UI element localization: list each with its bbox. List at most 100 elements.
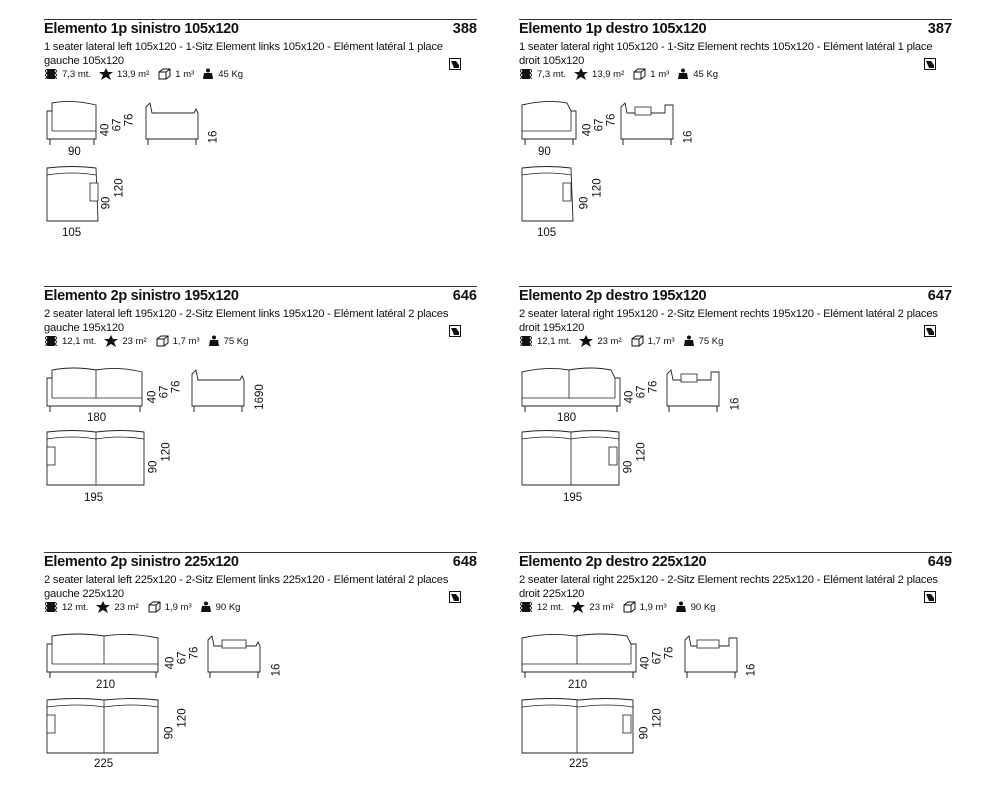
product-card: Elemento 1p sinistro 105x120 388 1 seate… (44, 19, 477, 269)
leather-amount: 13,9 m² (117, 68, 150, 80)
cube-icon (158, 68, 171, 80)
plan-depth-inner-label: 90 (163, 726, 176, 740)
technical-drawings: 180 40 67 76 16 90 120 195 (519, 356, 952, 536)
height-label-arm: 67 (176, 651, 189, 665)
product-title: Elemento 2p sinistro 225x120 (44, 554, 239, 570)
weight-amount: 75 Kg (698, 335, 724, 347)
volume-amount: 1,9 m³ (639, 601, 667, 613)
plan-width-label: 195 (84, 492, 104, 504)
leather-amount: 23 m² (589, 601, 614, 613)
technical-drawings: 90 40 67 76 16 90 120 105 (519, 89, 952, 269)
height-label-back: 76 (123, 113, 136, 127)
weight-amount: 45 Kg (218, 68, 244, 80)
plan-depth-inner-label: 90 (147, 460, 160, 474)
front-view-drawing (521, 100, 577, 145)
plan-depth-label: 120 (635, 442, 648, 462)
spec-row: 12 mt. 23 m² 1,9 m³ 90 Kg (44, 600, 248, 614)
technical-drawings: 90 40 67 76 16 90 120 105 (44, 89, 477, 269)
spec-row: 12 mt. 23 m² 1,9 m³ 90 Kg (519, 600, 723, 614)
weight-amount: 90 Kg (215, 601, 241, 613)
product-description: 2 seater lateral left 195x120 - 2-Sitz E… (44, 308, 449, 334)
volume-amount: 1,9 m³ (164, 601, 192, 613)
fabric-icon (44, 601, 58, 613)
product-title: Elemento 1p destro 105x120 (519, 21, 707, 37)
height-label-seat: 40 (99, 123, 112, 137)
front-width-label: 210 (568, 679, 588, 691)
height-label-back: 76 (663, 646, 676, 660)
product-title: Elemento 1p sinistro 105x120 (44, 21, 239, 37)
cube-icon (156, 335, 169, 347)
product-code: 647 (927, 288, 952, 304)
divider (519, 552, 952, 553)
spec-row: 7,3 mt. 13,9 m² 1 m³ 45 Kg (519, 67, 726, 81)
side-view-drawing (666, 369, 720, 412)
product-code: 648 (452, 554, 477, 570)
fabric-swatch-icon (449, 325, 461, 337)
fabric-icon (44, 335, 58, 347)
divider (44, 286, 477, 287)
front-width-label: 90 (68, 146, 81, 158)
height-label-seat: 40 (146, 390, 159, 404)
product-card: Elemento 2p destro 225x120 649 2 seater … (519, 552, 952, 802)
side-view-drawing (620, 102, 674, 145)
height-label-seat: 40 (639, 656, 652, 670)
leather-hide-icon (574, 68, 589, 80)
product-description: 1 seater lateral right 105x120 - 1-Sitz … (519, 41, 933, 67)
volume-amount: 1 m³ (175, 68, 195, 80)
divider (44, 552, 477, 553)
plan-depth-label: 120 (591, 178, 604, 198)
height-label-seat: 40 (164, 656, 177, 670)
volume-amount: 1,7 m³ (172, 335, 200, 347)
product-code: 646 (452, 288, 477, 304)
leather-hide-icon (99, 68, 114, 80)
front-view-drawing (46, 367, 143, 412)
height-label-arm: 67 (593, 118, 606, 132)
height-label-back: 76 (605, 113, 618, 127)
technical-drawings: 180 40 67 76 1690 90 120 195 (44, 356, 477, 536)
leather-hide-icon (571, 601, 586, 613)
product-code: 649 (927, 554, 952, 570)
spec-row: 12,1 mt. 23 m² 1,7 m³ 75 Kg (44, 334, 256, 348)
fabric-swatch-icon (924, 591, 936, 603)
plan-view-drawing (46, 698, 159, 754)
fabric-swatch-icon (924, 58, 936, 70)
product-description: 2 seater lateral right 225x120 - 2-Sitz … (519, 574, 938, 600)
front-view-drawing (521, 633, 637, 678)
plan-depth-inner-label: 90 (638, 726, 651, 740)
divider (44, 19, 477, 20)
leather-hide-icon (579, 335, 594, 347)
plan-depth-inner-label: 90 (578, 196, 591, 210)
plan-view-drawing (521, 166, 574, 222)
leather-amount: 23 m² (122, 335, 147, 347)
leather-amount: 13,9 m² (592, 68, 625, 80)
height-label-seat: 40 (623, 390, 636, 404)
fabric-swatch-icon (449, 58, 461, 70)
fabric-amount: 12 mt. (62, 601, 89, 613)
leather-amount: 23 m² (597, 335, 622, 347)
front-view-drawing (46, 100, 97, 145)
fabric-amount: 12 mt. (537, 601, 564, 613)
side-view-drawing (684, 635, 738, 678)
height-label-arm: 67 (651, 651, 664, 665)
front-view-drawing (46, 633, 159, 678)
technical-drawings: 210 40 67 76 16 90 120 225 (519, 622, 952, 802)
weight-icon (678, 68, 689, 79)
fabric-amount: 12,1 mt. (62, 335, 97, 347)
weight-amount: 75 Kg (223, 335, 249, 347)
side-depth-label: 16 (270, 663, 283, 677)
cube-icon (148, 601, 161, 613)
side-depth-label: 16 (729, 397, 742, 411)
height-label-back: 76 (188, 646, 201, 660)
height-label-arm: 67 (158, 385, 171, 399)
side-depth-label: 16 (682, 130, 695, 144)
product-title: Elemento 2p destro 225x120 (519, 554, 707, 570)
divider (519, 286, 952, 287)
weight-icon (675, 601, 686, 612)
plan-width-label: 225 (94, 758, 114, 770)
front-width-label: 210 (96, 679, 116, 691)
height-label-seat: 40 (581, 123, 594, 137)
weight-icon (203, 68, 214, 79)
product-description: 1 seater lateral left 105x120 - 1-Sitz E… (44, 41, 443, 67)
plan-view-drawing (521, 698, 634, 754)
leather-amount: 23 m² (114, 601, 139, 613)
